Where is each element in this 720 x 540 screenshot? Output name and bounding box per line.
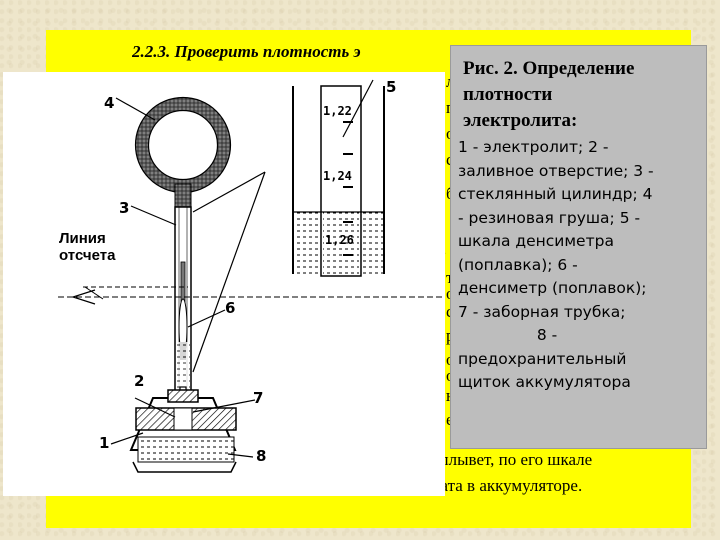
scale-value: 1,22 <box>323 104 352 118</box>
caption-legend-line: стеклянный цилиндр; 4 <box>458 185 653 203</box>
caption-legend-line: заливное отверстие; 3 - <box>458 161 654 180</box>
label-8: 8 <box>256 447 266 465</box>
caption-legend-line: 8 - <box>458 326 558 344</box>
caption-legend-line: 1 - электролит; 2 - <box>458 138 609 156</box>
scale-value: 1,24 <box>323 169 352 183</box>
body-fragment: с <box>446 150 454 170</box>
caption-legend-line: (поплавка); 6 - <box>458 255 578 274</box>
caption-legend-line: денсиметр (поплавок); <box>458 279 647 297</box>
reference-line <box>58 286 443 305</box>
body-fragment: с <box>446 302 454 322</box>
body-text-line: рата в аккумуляторе. <box>432 476 583 495</box>
label-7: 7 <box>253 389 263 407</box>
caption-legend-line: 7 - заборная трубка; <box>458 302 626 321</box>
body-text-line: сплывет, по его шкале <box>432 450 593 469</box>
caption-legend: 1 - электролит; 2 - заливное отверстие; … <box>458 136 702 395</box>
body-fragment: т <box>446 268 453 288</box>
rubber-bulb <box>134 96 232 209</box>
caption-legend-line: щиток аккумулятора <box>458 373 631 391</box>
reference-line-label: Линия <box>59 230 106 247</box>
caption-title-line: плотности <box>463 84 553 105</box>
caption-legend-line: предохранительный <box>458 349 627 368</box>
body-fragment: е <box>446 410 454 430</box>
scale-value: 1,26 <box>325 233 354 247</box>
label-3: 3 <box>119 199 129 217</box>
label-6: 6 <box>225 299 235 317</box>
caption-legend-line: - резиновая груша; 5 - <box>458 208 641 227</box>
label-2: 2 <box>134 372 144 390</box>
hydrometer-diagram: 1,22 1,24 1,26 4 5 3 Линия отсчета 6 2 7… <box>3 72 445 496</box>
caption-title-line: Рис. 2. Определение <box>463 58 635 79</box>
figure-caption: Рис. 2. Определение плотности электролит… <box>450 45 707 449</box>
label-1: 1 <box>99 434 109 452</box>
label-5: 5 <box>386 78 396 96</box>
density-scale-zoom: 1,22 1,24 1,26 <box>286 79 391 277</box>
caption-title: Рис. 2. Определение плотности электролит… <box>463 56 703 134</box>
reference-line-label: отсчета <box>59 247 116 264</box>
battery-cell <box>129 389 237 473</box>
section-heading: 2.2.3. Проверить плотность э <box>132 42 361 61</box>
label-4: 4 <box>104 94 114 112</box>
caption-legend-line: шкала денсиметра <box>458 232 614 250</box>
caption-title-line: электролита: <box>463 110 578 131</box>
